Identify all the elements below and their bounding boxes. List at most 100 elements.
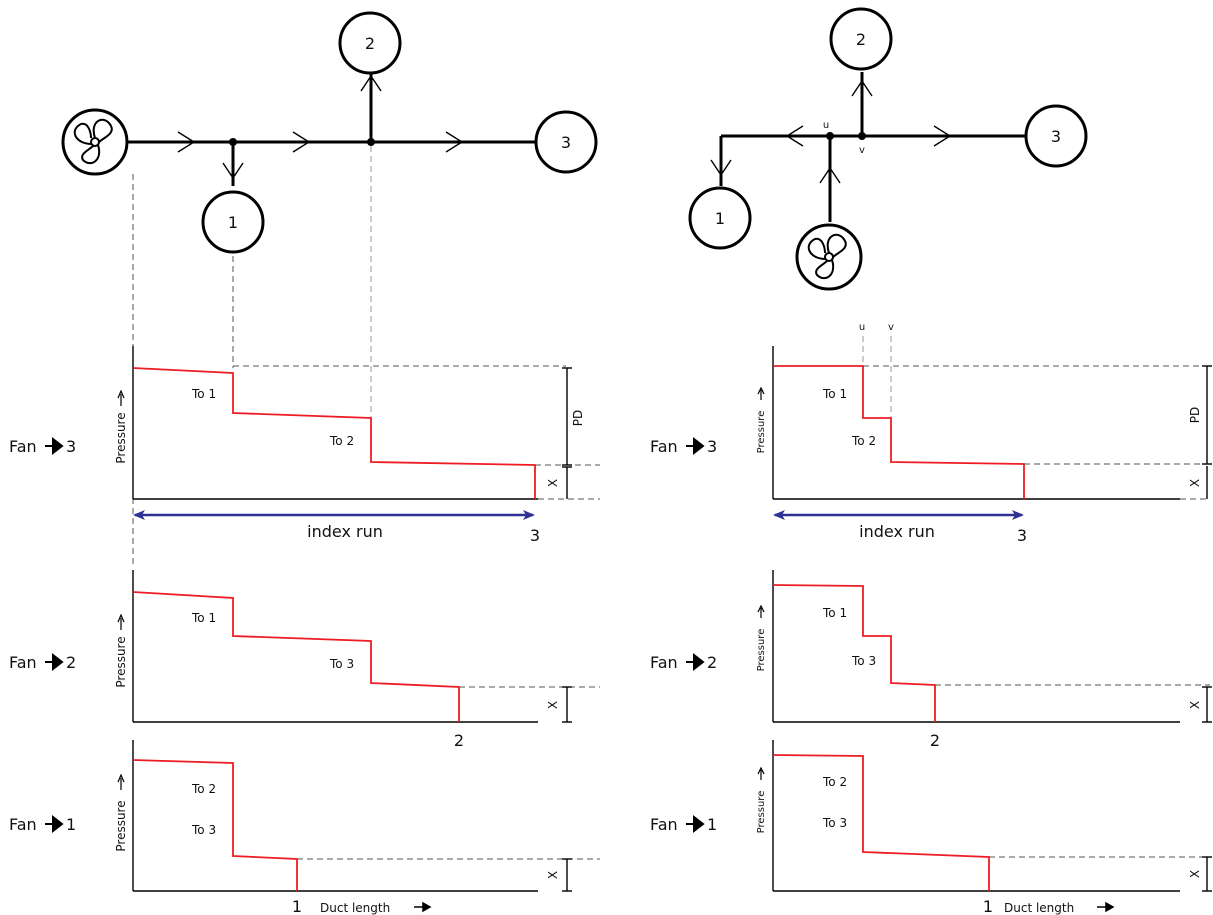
row-label-fan: Fan xyxy=(9,437,37,456)
junction-u-marker: u xyxy=(859,322,865,333)
flow-arrow xyxy=(177,131,196,153)
graph-left-fan-to-2: Fan 2 Pressure To 1 To 3 X 2 xyxy=(9,570,600,750)
graph-left-fan-to-3: Fan 3 Pressure To 1 To 2 PD X index run … xyxy=(9,346,600,545)
outlet-3-label: 3 xyxy=(1051,127,1061,146)
flow-arrow xyxy=(785,125,804,147)
y-axis-label: Pressure xyxy=(114,800,128,851)
up-arrow-icon xyxy=(757,604,765,618)
flow-arrow xyxy=(933,125,952,147)
row-label-fan: Fan xyxy=(650,653,678,672)
row-label-fan-to-2: Fan 2 xyxy=(9,652,76,672)
y-axis-label: Pressure xyxy=(114,412,128,463)
row-label-fan-to-1: Fan 1 xyxy=(9,814,76,834)
right-arrow-icon xyxy=(45,652,64,672)
row-label-number: 3 xyxy=(66,437,76,456)
left-junction-a xyxy=(229,138,237,146)
right-network: u v 1 2 3 u v xyxy=(688,7,1088,418)
x-dimension: X xyxy=(546,686,572,723)
pd-dimension: PD xyxy=(1188,365,1212,465)
right-arrow-icon xyxy=(686,652,705,672)
outlet-1: 1 xyxy=(688,186,752,250)
outlet-3-label: 3 xyxy=(561,133,571,152)
run-end-label: 2 xyxy=(930,731,940,750)
segment-label-to-2: To 2 xyxy=(329,434,354,448)
y-axis-label: Pressure xyxy=(756,791,767,834)
pressure-profile-line xyxy=(132,759,298,891)
flow-arrow xyxy=(851,79,873,97)
row-label-fan: Fan xyxy=(650,815,678,834)
x-dimension: X xyxy=(546,466,572,499)
x-axis-label: Duct length xyxy=(320,901,390,915)
outlet-1-label: 1 xyxy=(715,209,725,228)
outlet-1-label: 1 xyxy=(228,213,238,232)
junction-v-marker: v xyxy=(888,322,894,333)
up-arrow-icon xyxy=(117,613,125,630)
right-arrow-icon xyxy=(45,814,64,834)
flow-arrow xyxy=(360,74,382,92)
segment-label-to-1: To 1 xyxy=(822,387,847,401)
outlet-3: 3 xyxy=(534,110,598,174)
run-end-label: 1 xyxy=(983,897,993,915)
fan-icon xyxy=(795,223,863,291)
junction-u xyxy=(826,132,834,140)
pressure-profile-line xyxy=(132,591,460,722)
run-end-label: 2 xyxy=(454,731,464,750)
right-arrow-icon xyxy=(1097,901,1115,913)
row-label-number: 1 xyxy=(707,815,717,834)
flow-arrow xyxy=(445,131,464,153)
right-arrow-icon xyxy=(45,436,64,456)
pd-dimension: PD xyxy=(562,367,585,466)
row-label-fan-to-3: Fan 3 xyxy=(9,436,76,456)
segment-label-to-2: To 2 xyxy=(822,775,847,789)
run-end-label: 3 xyxy=(530,526,540,545)
right-arrow-icon xyxy=(686,436,705,456)
x-label: X xyxy=(1188,701,1202,709)
row-label-fan-to-2: Fan 2 xyxy=(650,652,717,672)
graph-right-fan-to-3: Fan 3 Pressure To 1 To 2 PD X index run … xyxy=(650,346,1212,545)
index-run-label: index run xyxy=(859,522,935,541)
graph-right-fan-to-2: Fan 2 Pressure To 1 To 3 X 2 xyxy=(650,570,1212,750)
graph-right-fan-to-1: Fan 1 Pressure To 2 To 3 X 1 Duct length xyxy=(650,740,1212,915)
y-axis-label: Pressure xyxy=(756,629,767,672)
up-arrow-icon xyxy=(117,773,125,790)
left-junction-b xyxy=(367,138,375,146)
index-run-label: index run xyxy=(307,522,383,541)
row-label-fan-to-1: Fan 1 xyxy=(650,814,717,834)
x-axis-label: Duct length xyxy=(1004,901,1074,915)
flow-arrow xyxy=(710,159,732,177)
x-label: X xyxy=(1188,479,1202,487)
pressure-profile-line xyxy=(772,754,990,891)
fan-icon xyxy=(61,108,129,176)
right-arrow-icon xyxy=(414,901,432,913)
x-dimension: X xyxy=(1188,466,1208,499)
row-label-number: 2 xyxy=(66,653,76,672)
flow-arrow xyxy=(292,131,311,153)
up-arrow-icon xyxy=(757,386,765,400)
up-arrow-icon xyxy=(757,766,765,780)
segment-label-to-2: To 2 xyxy=(851,434,876,448)
x-dimension: X xyxy=(546,858,572,892)
x-label: X xyxy=(546,701,560,709)
x-label: X xyxy=(546,871,560,879)
x-label: X xyxy=(1188,870,1202,878)
pd-label: PD xyxy=(571,410,585,426)
x-dimension: X xyxy=(1188,686,1212,723)
pd-label: PD xyxy=(1188,407,1202,423)
row-label-fan: Fan xyxy=(9,815,37,834)
row-label-number: 1 xyxy=(66,815,76,834)
outlet-1: 1 xyxy=(201,190,265,254)
row-label-number: 3 xyxy=(707,437,717,456)
row-label-fan: Fan xyxy=(650,437,678,456)
junction-v xyxy=(858,132,866,140)
left-network: 1 2 3 xyxy=(61,11,598,568)
y-axis-label: Pressure xyxy=(756,411,767,454)
y-axis-label: Pressure xyxy=(114,636,128,687)
junction-v-label: v xyxy=(859,145,865,156)
pressure-profile-line xyxy=(773,365,1025,499)
segment-label-to-3: To 3 xyxy=(822,816,847,830)
outlet-2-label: 2 xyxy=(856,30,866,49)
row-label-number: 2 xyxy=(707,653,717,672)
segment-label-to-2: To 2 xyxy=(191,782,216,796)
segment-label-to-3: To 3 xyxy=(191,823,216,837)
